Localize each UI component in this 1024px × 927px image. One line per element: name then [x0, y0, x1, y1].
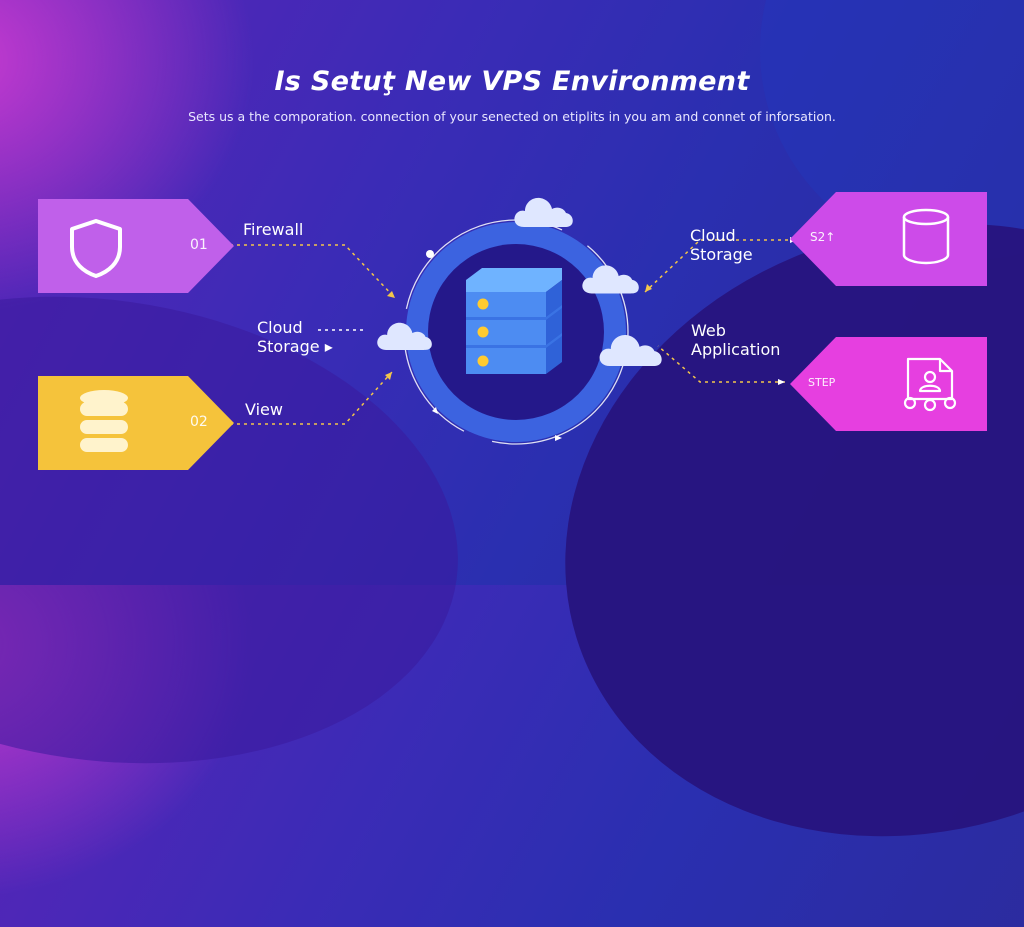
step-number: 01: [190, 237, 208, 253]
connector-lines: [230, 237, 797, 425]
page-subtitle: Sets us a the comporation. connection of…: [188, 109, 836, 124]
cloud-icon: [377, 322, 432, 350]
cloud-storage-label-right: Cloud Storage: [690, 226, 753, 264]
cloud-storage-label-left: Cloud Storage ▸: [257, 318, 333, 356]
step-number: 02: [190, 414, 208, 430]
server-stack-icon: [466, 268, 562, 374]
firewall-panel[interactable]: 01: [38, 199, 234, 293]
view-panel[interactable]: 02: [38, 376, 234, 470]
cloud-icon: [514, 197, 573, 227]
cloud-icon: [582, 265, 639, 294]
step-number: STEP: [808, 376, 836, 389]
cloud-storage-panel[interactable]: S2↑: [790, 192, 987, 286]
view-label: View: [245, 400, 283, 419]
web-app-icon: [900, 355, 960, 415]
web-app-label: Web Application: [691, 321, 781, 359]
firewall-label: Firewall: [243, 220, 304, 239]
cloud-icon: [599, 335, 662, 367]
step-number: S2↑: [810, 230, 836, 244]
database-icon: [76, 388, 132, 458]
shield-icon: [66, 217, 126, 279]
web-app-panel[interactable]: STEP: [790, 337, 987, 431]
page-title: Is Setuţ New VPS Environment: [274, 66, 750, 97]
cylinder-icon: [900, 207, 952, 267]
